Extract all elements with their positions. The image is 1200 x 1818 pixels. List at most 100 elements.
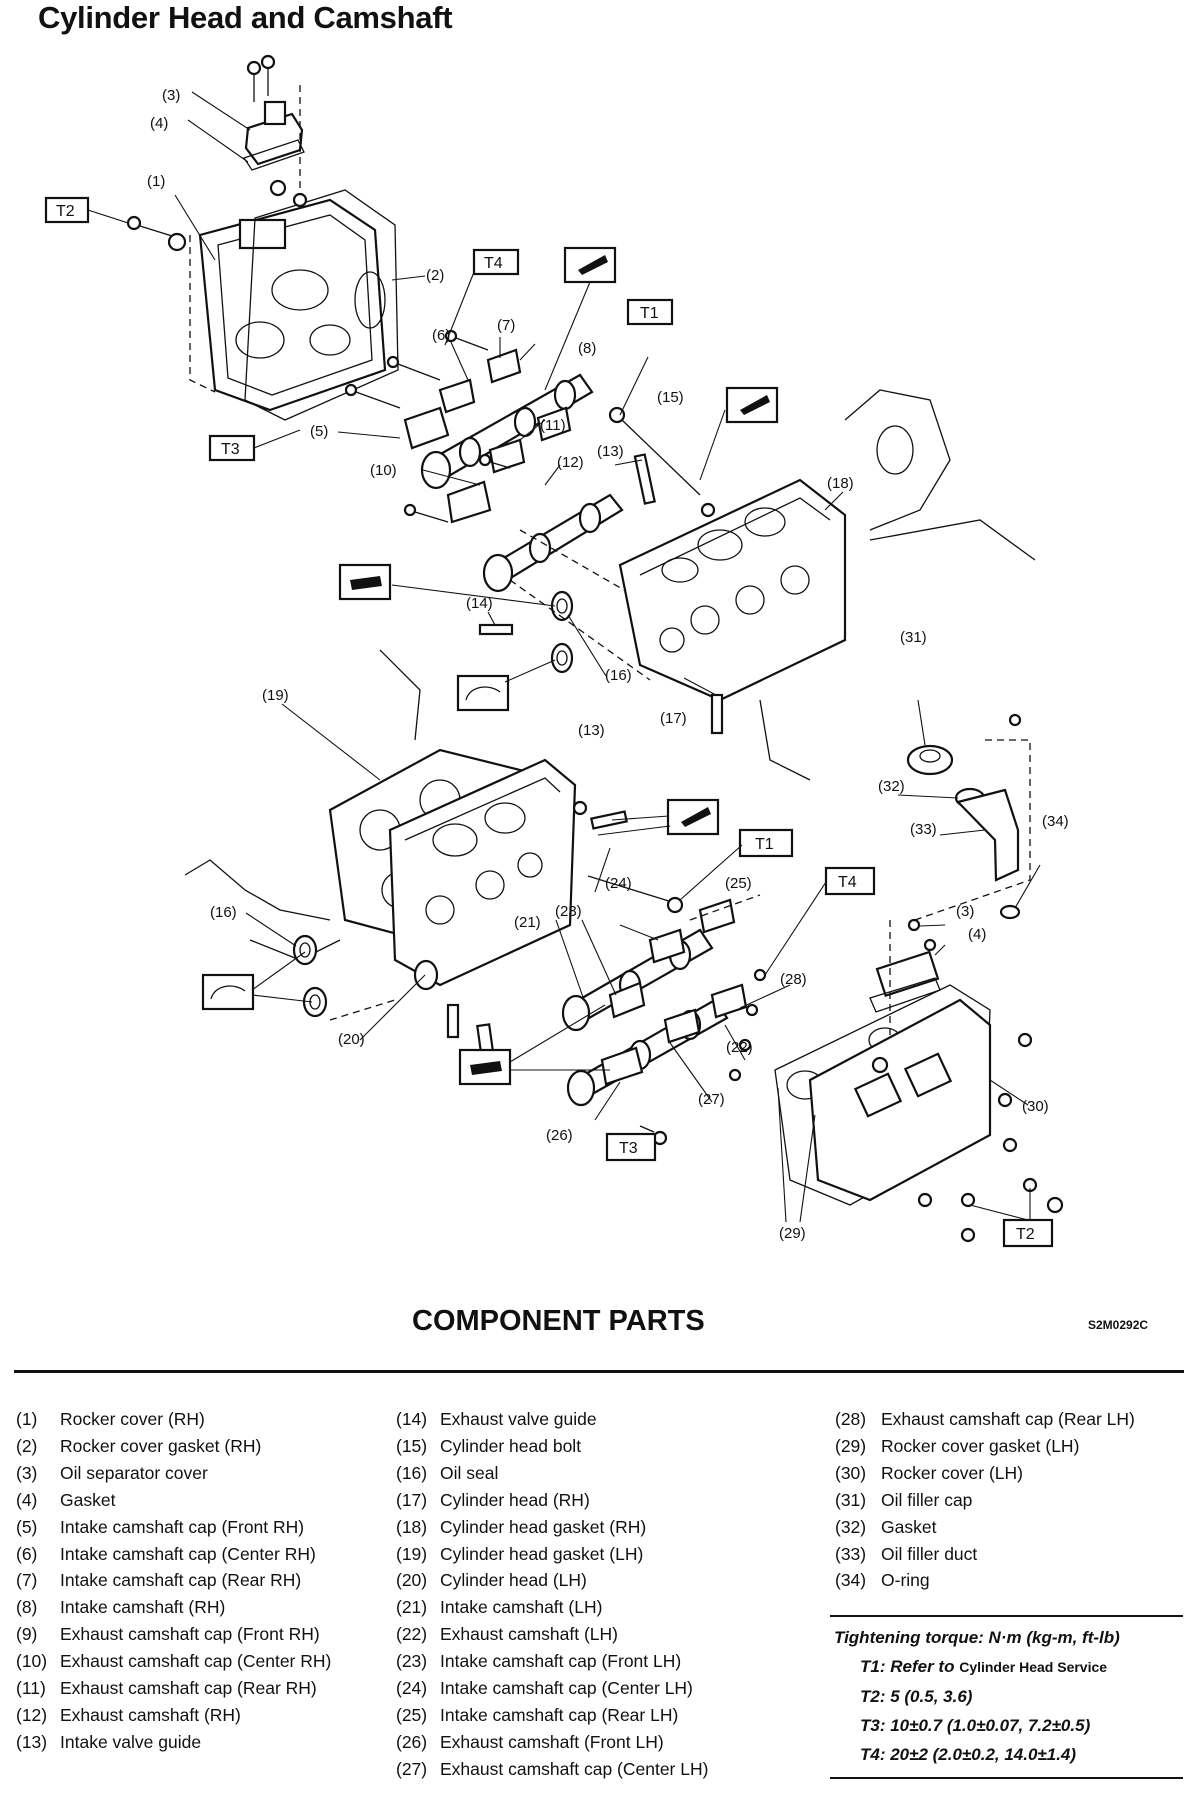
rocker-cover-lh	[808, 950, 992, 1202]
parts-list-item: (31)Oil filler cap	[835, 1489, 973, 1510]
callout-24: (24)	[605, 875, 632, 892]
svg-text:T2: T2	[56, 203, 75, 220]
cylinder-head-rh	[618, 478, 847, 735]
parts-list-item: (9)Exhaust camshaft cap (Front RH)	[16, 1624, 320, 1645]
callout-30: (30)	[1022, 1098, 1049, 1115]
callout-26: (26)	[546, 1127, 573, 1144]
parts-list-item: (29)Rocker cover gasket (LH)	[835, 1435, 1080, 1456]
callout-3-lh: (3)	[956, 903, 974, 920]
torque-tag-t4-top: T4	[472, 248, 520, 276]
parts-list-item: (2)Rocker cover gasket (RH)	[16, 1435, 262, 1456]
callout-3: (3)	[162, 87, 180, 104]
oil-filler-cap	[906, 744, 954, 776]
callout-leaders	[87, 91, 1041, 1223]
svg-text:T3: T3	[619, 1140, 638, 1157]
callout-25: (25)	[725, 875, 752, 892]
parts-list-item: (32)Gasket	[835, 1516, 937, 1537]
parts-list-item: (21)Intake camshaft (LH)	[396, 1597, 603, 1618]
oil-symbol-1	[338, 563, 392, 601]
heading-rule	[14, 1370, 1184, 1373]
callout-7: (7)	[497, 317, 515, 334]
page-title: Cylinder Head and Camshaft	[38, 0, 453, 35]
callout-2: (2)	[426, 267, 444, 284]
parts-list-column-1: (1)Rocker cover (RH) (2)Rocker cover gas…	[16, 1406, 386, 1756]
parts-list-item: (25)Intake camshaft cap (Rear LH)	[396, 1704, 679, 1725]
parts-list-item: (1)Rocker cover (RH)	[16, 1409, 205, 1429]
torque-tag-t3-top: T3	[208, 434, 256, 462]
component-parts-heading: COMPONENT PARTS	[412, 1305, 705, 1337]
parts-list-item: (27)Exhaust camshaft cap (Center LH)	[396, 1758, 709, 1779]
parts-list-item: (12)Exhaust camshaft (RH)	[16, 1704, 241, 1725]
callout-28: (28)	[780, 971, 807, 988]
engine-block-rh-outline	[759, 389, 1036, 781]
callout-20: (20)	[338, 1031, 365, 1048]
svg-text:T2: T2	[1016, 1226, 1035, 1243]
grease-symbol-2	[201, 973, 255, 1011]
callout-18: (18)	[827, 475, 854, 492]
callout-13-lh: (13)	[578, 722, 605, 739]
figure-code: S2M0292C	[1088, 1318, 1149, 1332]
parts-list-item: (34)O-ring	[835, 1570, 930, 1591]
torque-title: Tightening torque: N·m (kg-m, ft-lb)	[834, 1628, 1120, 1647]
callout-22: (22)	[726, 1039, 753, 1056]
svg-text:T1: T1	[755, 836, 774, 853]
parts-list-item: (16)Oil seal	[396, 1462, 499, 1483]
oil-symbol-2	[458, 1048, 512, 1086]
sealant-symbol-2	[725, 386, 779, 424]
callout-17: (17)	[660, 710, 687, 727]
parts-list-column-2: (14)Exhaust valve guide (15)Cylinder hea…	[396, 1406, 756, 1783]
svg-text:T3: T3	[221, 441, 240, 458]
parts-list-item: (6)Intake camshaft cap (Center RH)	[16, 1543, 316, 1564]
callout-13-rh: (13)	[597, 443, 624, 460]
callout-15: (15)	[657, 389, 684, 406]
tightening-torque-box: Tightening torque: N·m (kg-m, ft-lb) T1:…	[830, 1615, 1183, 1779]
camshaft-caps-rh	[344, 329, 572, 524]
rocker-cover-rh	[198, 198, 387, 412]
callout-5: (5)	[310, 423, 328, 440]
grease-symbol-1	[456, 674, 510, 712]
callout-4-lh: (4)	[968, 926, 986, 943]
torque-t1: T1: Refer to Cylinder Head Service	[860, 1657, 1108, 1676]
parts-list-item: (23)Intake camshaft cap (Front LH)	[396, 1651, 682, 1672]
exhaust-camshaft-rh	[482, 493, 624, 593]
torque-t3: T3: 10±0.7 (1.0±0.07, 7.2±0.5)	[860, 1716, 1091, 1735]
callout-4: (4)	[150, 115, 168, 132]
svg-text:T1: T1	[640, 305, 659, 322]
gasket-oil-separator-lh	[869, 977, 941, 1013]
oil-filler-duct	[955, 713, 1022, 882]
parts-list-item: (15)Cylinder head bolt	[396, 1435, 582, 1456]
callout-23: (23)	[555, 903, 582, 920]
torque-tag-t2-top: T2	[44, 196, 90, 224]
svg-text:T4: T4	[838, 874, 857, 891]
callout-29: (29)	[779, 1225, 806, 1242]
callout-1: (1)	[147, 173, 165, 190]
callout-10: (10)	[370, 462, 397, 479]
torque-t2: T2: 5 (0.5, 3.6)	[860, 1687, 973, 1706]
oil-seals-lh	[292, 934, 439, 1018]
callout-14: (14)	[466, 595, 493, 612]
oil-filler-o-ring	[999, 904, 1021, 920]
cylinder-head-bolt-rh	[608, 406, 716, 518]
gasket-upper-rh	[242, 139, 305, 171]
torque-tag-t4-lower: T4	[824, 866, 876, 896]
parts-list-item: (3)Oil separator cover	[16, 1462, 208, 1483]
callout-11: (11)	[540, 417, 566, 434]
callout-31: (31)	[900, 629, 927, 646]
parts-list-item: (19)Cylinder head gasket (LH)	[396, 1543, 644, 1564]
parts-list-item: (18)Cylinder head gasket (RH)	[396, 1516, 647, 1537]
parts-list-item: (4)Gasket	[16, 1489, 116, 1510]
callout-21: (21)	[514, 914, 541, 931]
parts-list-item: (13)Intake valve guide	[16, 1731, 202, 1752]
parts-list-item: (33)Oil filler duct	[835, 1543, 978, 1564]
svg-text:T4: T4	[484, 255, 503, 272]
torque-tag-t2-lower: T2	[1002, 1218, 1054, 1248]
sealant-symbol-3	[666, 798, 720, 836]
callout-16-rh: (16)	[605, 667, 632, 684]
callout-32: (32)	[878, 778, 905, 795]
parts-list-column-3: (28)Exhaust camshaft cap (Rear LH) (29)R…	[835, 1406, 1185, 1594]
parts-list-item: (20)Cylinder head (LH)	[396, 1570, 587, 1591]
callout-27: (27)	[698, 1091, 725, 1108]
parts-list-item: (17)Cylinder head (RH)	[396, 1489, 590, 1510]
sealant-symbol-1	[563, 246, 617, 284]
torque-t4: T4: 20±2 (2.0±0.2, 14.0±1.4)	[860, 1745, 1077, 1764]
